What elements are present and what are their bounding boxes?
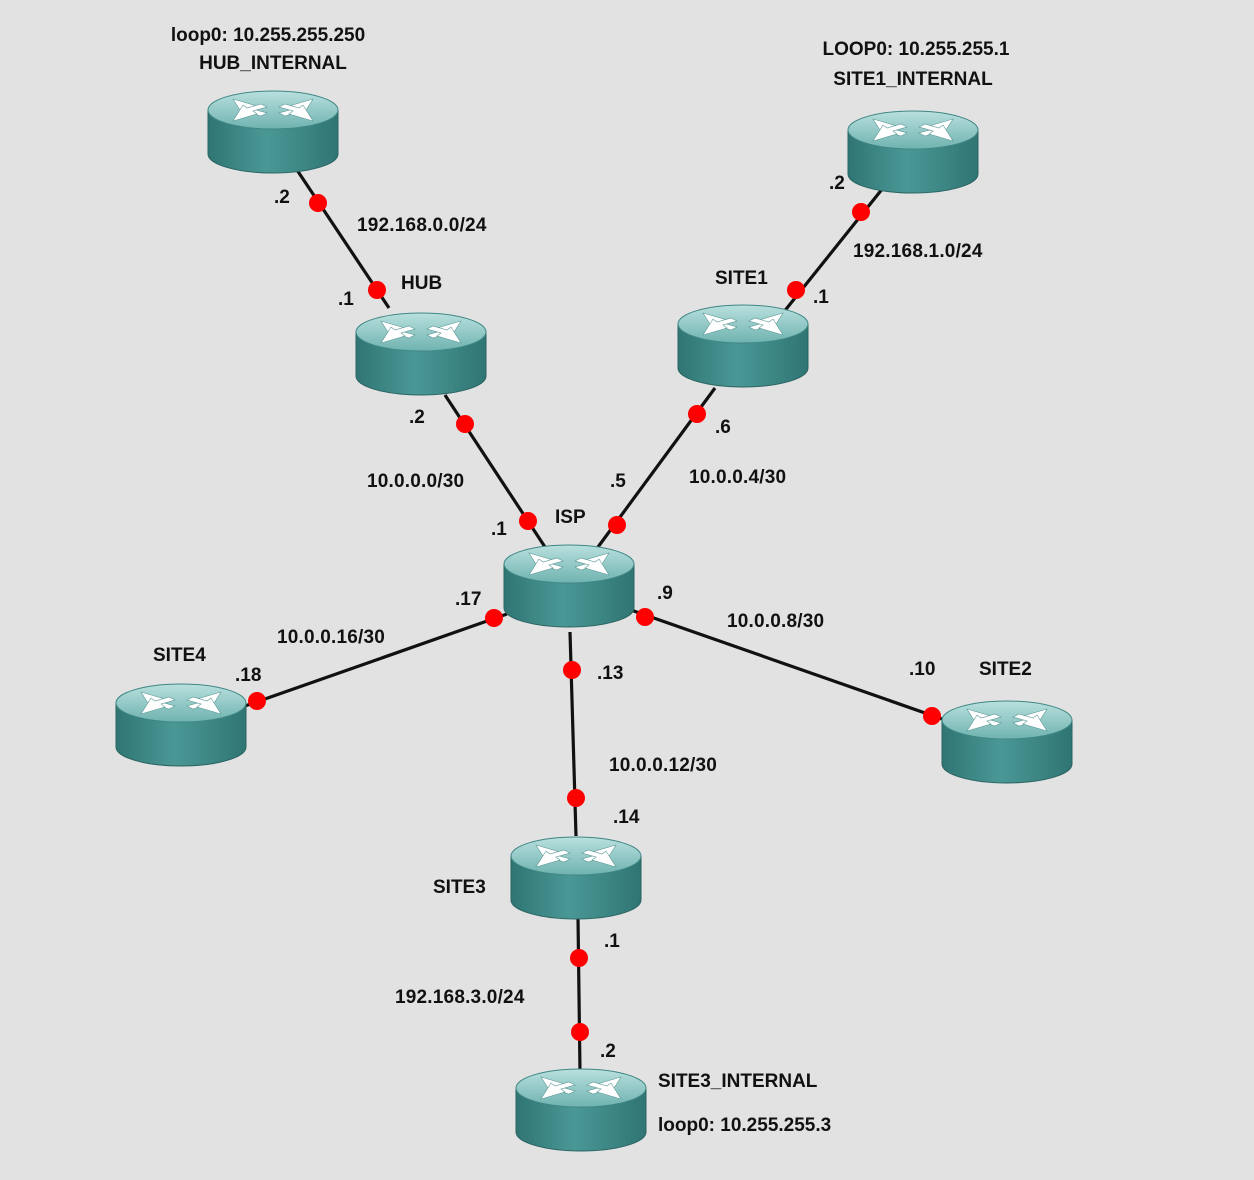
interface-ip-label: .2 bbox=[600, 1041, 616, 1062]
subnet-label: 192.168.0.0/24 bbox=[357, 215, 487, 236]
port-dot-hubint-hub-a[interactable] bbox=[309, 194, 327, 212]
link-isp-site2[interactable] bbox=[630, 608, 946, 722]
router-icon bbox=[515, 1068, 647, 1152]
router-icon bbox=[677, 304, 809, 388]
interface-ip-label: .1 bbox=[491, 519, 507, 540]
interface-ip-label: .14 bbox=[613, 807, 640, 828]
router-hub-internal[interactable] bbox=[207, 90, 339, 174]
subnet-label: 10.0.0.8/30 bbox=[727, 611, 824, 632]
interface-ip-label: .13 bbox=[597, 663, 623, 684]
interface-ip-label: .1 bbox=[338, 289, 354, 310]
router-icon bbox=[847, 110, 979, 194]
router-isp[interactable] bbox=[503, 544, 635, 628]
router-name-label: SITE4 bbox=[153, 645, 206, 666]
router-name-label: SITE1 bbox=[715, 268, 768, 289]
router-icon bbox=[115, 683, 247, 767]
interface-ip-label: .2 bbox=[409, 407, 425, 428]
router-name-label: SITE2 bbox=[979, 659, 1032, 680]
port-dots-layer bbox=[248, 194, 941, 1041]
router-name-label: HUB bbox=[401, 273, 442, 294]
interface-ip-label: .18 bbox=[235, 665, 261, 686]
subnet-label: 192.168.1.0/24 bbox=[853, 241, 983, 262]
interface-ip-label: .1 bbox=[604, 931, 620, 952]
router-hub[interactable] bbox=[355, 312, 487, 396]
router-name-label: ISP bbox=[555, 507, 586, 528]
port-dot-site1-isp-a[interactable] bbox=[688, 405, 706, 423]
router-site3-internal[interactable] bbox=[515, 1068, 647, 1152]
loopback-caption: loop0: 10.255.255.3 bbox=[658, 1115, 831, 1136]
interface-ip-label: .10 bbox=[909, 659, 935, 680]
port-dot-isp-site4-a[interactable] bbox=[485, 609, 503, 627]
link-site3-site3int[interactable] bbox=[576, 917, 582, 1073]
router-icon bbox=[503, 544, 635, 628]
port-dot-isp-site2-b[interactable] bbox=[923, 707, 941, 725]
subnet-label: 10.0.0.12/30 bbox=[609, 755, 717, 776]
router-site1-internal[interactable] bbox=[847, 110, 979, 194]
port-dot-hub-isp-a[interactable] bbox=[456, 415, 474, 433]
port-dot-site3-site3int-a[interactable] bbox=[570, 949, 588, 967]
port-dot-isp-site3-a[interactable] bbox=[563, 661, 581, 679]
port-dot-site3-site3int-b[interactable] bbox=[571, 1023, 589, 1041]
router-name-label: SITE3_INTERNAL bbox=[658, 1071, 818, 1092]
port-dot-site1int-site1-b[interactable] bbox=[787, 281, 805, 299]
router-icon bbox=[510, 836, 642, 920]
router-icon bbox=[207, 90, 339, 174]
labels-layer: 192.168.0.0/24 .2 .1 192.168.1.0/24 .2 .1 10.0… bbox=[153, 25, 1032, 1136]
loopback-caption: LOOP0: 10.255.255.1 bbox=[823, 39, 1010, 60]
port-dot-hubint-hub-b[interactable] bbox=[368, 281, 386, 299]
router-icon bbox=[941, 700, 1073, 784]
interface-ip-label: .2 bbox=[274, 187, 290, 208]
router-name-label: HUB_INTERNAL bbox=[199, 53, 347, 74]
port-dot-isp-site4-b[interactable] bbox=[248, 692, 266, 710]
interface-ip-label: .9 bbox=[657, 583, 673, 604]
interface-ip-label: .5 bbox=[610, 471, 626, 492]
router-icon bbox=[355, 312, 487, 396]
interface-ip-label: .6 bbox=[715, 417, 731, 438]
subnet-label: 10.0.0.4/30 bbox=[689, 467, 786, 488]
router-name-label: SITE1_INTERNAL bbox=[833, 69, 993, 90]
router-site1[interactable] bbox=[677, 304, 809, 388]
subnet-label: 192.168.3.0/24 bbox=[395, 987, 525, 1008]
router-name-label: SITE3 bbox=[433, 877, 486, 898]
router-site3[interactable] bbox=[510, 836, 642, 920]
interface-ip-label: .2 bbox=[829, 173, 845, 194]
interface-ip-label: .17 bbox=[455, 589, 481, 610]
loopback-caption: loop0: 10.255.255.250 bbox=[171, 25, 365, 46]
router-site2[interactable] bbox=[941, 700, 1073, 784]
port-dot-hub-isp-b[interactable] bbox=[519, 512, 537, 530]
subnet-label: 10.0.0.16/30 bbox=[277, 627, 385, 648]
port-dot-site1int-site1-a[interactable] bbox=[852, 203, 870, 221]
link-isp-site4[interactable] bbox=[244, 612, 508, 708]
port-dot-isp-site2-a[interactable] bbox=[636, 608, 654, 626]
port-dot-isp-site3-b[interactable] bbox=[567, 789, 585, 807]
router-site4[interactable] bbox=[115, 683, 247, 767]
port-dot-site1-isp-b[interactable] bbox=[608, 516, 626, 534]
subnet-label: 10.0.0.0/30 bbox=[367, 471, 464, 492]
interface-ip-label: .1 bbox=[813, 287, 829, 308]
